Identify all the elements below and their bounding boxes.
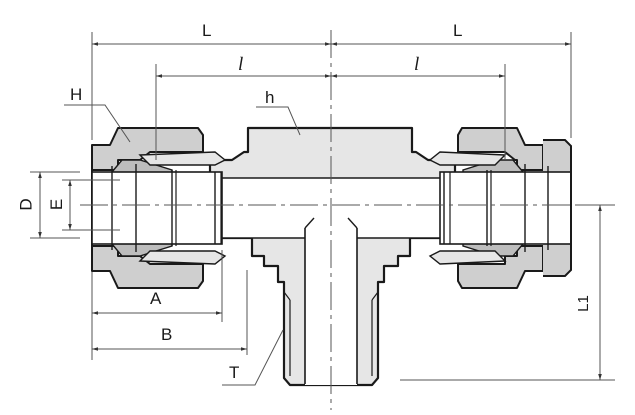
tee-body — [208, 126, 457, 387]
dimension-lines — [30, 32, 615, 386]
label-A: A — [150, 289, 162, 308]
label-L1: L1 — [574, 295, 592, 312]
label-l-left: l — [238, 54, 244, 75]
label-L-left: L — [202, 21, 212, 40]
label-E: E — [47, 198, 67, 211]
label-h: h — [265, 88, 275, 107]
label-D: D — [16, 198, 36, 211]
label-H: H — [70, 85, 83, 104]
label-l-right: l — [414, 54, 420, 75]
label-L-right: L — [453, 21, 463, 40]
label-B: B — [161, 325, 173, 344]
center-lines — [80, 30, 600, 410]
right-nut — [428, 127, 572, 289]
label-T: T — [229, 363, 240, 382]
left-nut — [91, 127, 227, 289]
